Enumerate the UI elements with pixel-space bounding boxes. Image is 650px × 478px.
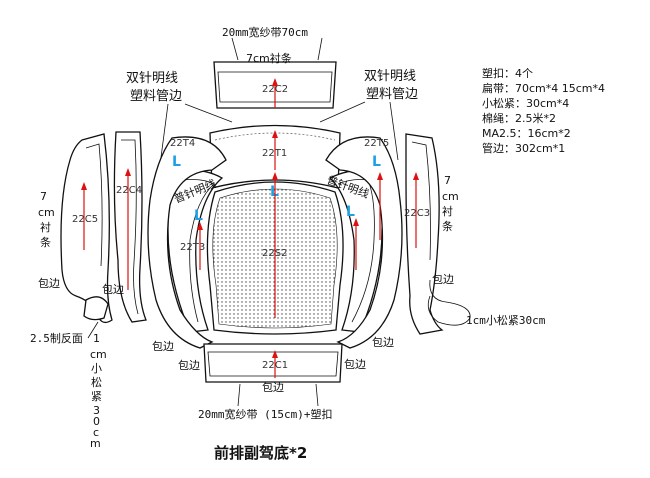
edge-label-left-outer: 包边 bbox=[38, 277, 60, 290]
right-side-label-1: 7 bbox=[444, 174, 451, 187]
spec-item-5: MA2.5：16cm*2 bbox=[482, 127, 571, 140]
top-leader-left bbox=[231, 37, 239, 61]
label-22c3: 22C3 bbox=[404, 208, 430, 219]
note-right-leader bbox=[319, 101, 366, 123]
spec-item-2: 扁带：70cm*4 15cm*4 bbox=[482, 82, 605, 95]
label-22t4: 22T4 bbox=[170, 138, 195, 149]
grain-arrows bbox=[81, 78, 419, 378]
edge-label-right-inner: 包边 bbox=[372, 336, 394, 349]
edge-label-bottom-right: 包边 bbox=[344, 358, 366, 371]
edge-label-bottom-left-1: 包边 bbox=[152, 340, 174, 353]
direction-mark-5: L bbox=[346, 204, 355, 220]
note-right-top-1: 双针明线 bbox=[364, 69, 416, 84]
label-22t5: 22T5 bbox=[364, 138, 389, 149]
spec-list: 塑扣：4个 扁带：70cm*4 15cm*4 小松紧：30cm*4 棉绳：2.5… bbox=[482, 66, 605, 155]
left-side-label-1: 7 bbox=[40, 190, 47, 203]
left-elastic-9: m bbox=[90, 437, 101, 450]
bottom-leader-right bbox=[315, 383, 319, 407]
spec-item-4: 棉绳：2.5米*2 bbox=[482, 111, 556, 125]
piece-22t5 bbox=[325, 136, 403, 349]
left-tab bbox=[83, 296, 109, 321]
left-elastic-5: 紧 bbox=[91, 390, 102, 403]
right-elastic-label: 1cm小松紧30cm bbox=[466, 313, 546, 327]
piece-22c3 bbox=[405, 133, 444, 335]
top-leader-right bbox=[317, 37, 323, 61]
edge-label-bottom-center: 包边 bbox=[262, 381, 284, 394]
piece-22c4 bbox=[113, 131, 147, 323]
left-bottom-note: 2.5制反面 bbox=[30, 332, 83, 345]
direction-mark-1: L bbox=[172, 154, 181, 170]
spec-item-3: 小松紧：30cm*4 bbox=[482, 96, 569, 110]
diagram-title: 前排副驾底*2 bbox=[214, 444, 307, 462]
spec-item-6: 管边：302cm*1 bbox=[482, 141, 565, 155]
left-elastic-6: 3 bbox=[93, 404, 100, 417]
edge-label-bottom-left-2: 包边 bbox=[178, 359, 200, 372]
spec-item-1: 塑扣：4个 bbox=[482, 66, 533, 80]
right-side-label-3: 衬 bbox=[442, 205, 453, 218]
note-right-top-2: 塑料管边 bbox=[366, 87, 418, 102]
left-elastic-8: c bbox=[93, 426, 99, 439]
edge-label-left-inner: 包边 bbox=[102, 283, 124, 296]
direction-mark-3: L bbox=[372, 154, 381, 170]
note-left-top-1: 双针明线 bbox=[126, 71, 178, 86]
right-elastic-loop bbox=[427, 279, 471, 326]
note-left-leader bbox=[159, 103, 169, 166]
label-22t3: 22T3 bbox=[180, 242, 205, 253]
top-strip-label: 7cm衬条 bbox=[246, 51, 292, 65]
note-right-leader-2 bbox=[389, 101, 399, 161]
bottom-label: 20mm宽纱带 (15cm)+塑扣 bbox=[198, 407, 332, 421]
right-side-label-2: cm bbox=[442, 190, 459, 203]
left-elastic-2: cm bbox=[90, 348, 107, 361]
bottom-leader-left bbox=[237, 383, 241, 407]
left-bottom-note-leader bbox=[87, 321, 99, 339]
left-elastic-4: 松 bbox=[91, 375, 102, 389]
edge-label-right-outer: 包边 bbox=[432, 273, 454, 286]
left-elastic-1: 1 bbox=[93, 332, 100, 345]
top-label: 20mm宽纱带70cm bbox=[222, 25, 308, 39]
direction-mark-4: L bbox=[194, 208, 203, 224]
left-side-label-2: cm bbox=[38, 206, 55, 219]
piece-22c1 bbox=[203, 343, 343, 383]
piece-22t4 bbox=[147, 136, 227, 349]
label-22c4: 22C4 bbox=[116, 185, 142, 196]
left-elastic-3: 小 bbox=[91, 362, 102, 375]
note-left-leader-2 bbox=[184, 103, 233, 123]
left-side-label-3: 衬 bbox=[40, 221, 51, 234]
left-elastic-7: 0 bbox=[93, 415, 100, 428]
right-side-label-4: 条 bbox=[442, 219, 453, 233]
note-left-top-2: 塑料管边 bbox=[130, 89, 182, 104]
label-22c5: 22C5 bbox=[72, 214, 98, 225]
left-side-label-4: 条 bbox=[40, 235, 51, 249]
